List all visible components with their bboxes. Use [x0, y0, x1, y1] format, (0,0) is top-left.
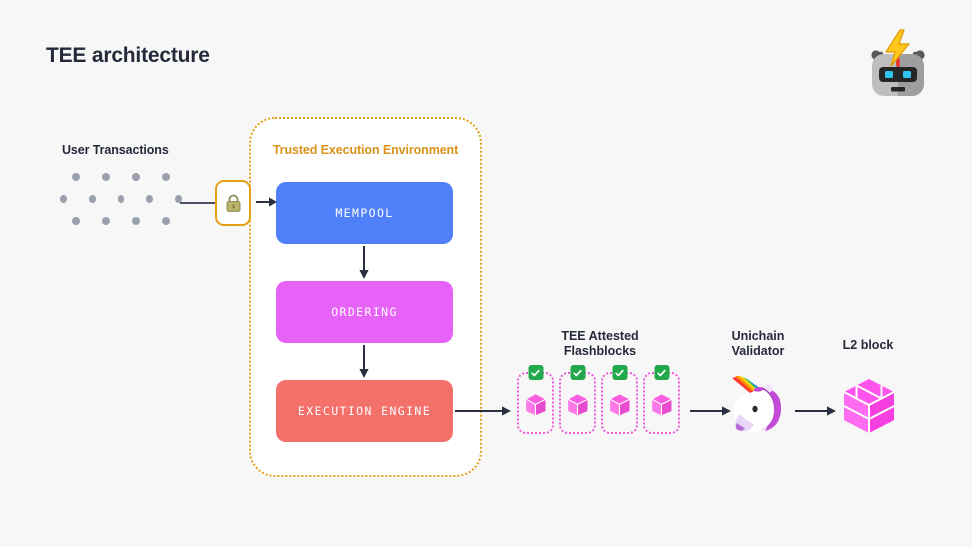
- validator-label-line2: Validator: [731, 344, 785, 358]
- transaction-dot: [132, 217, 140, 225]
- stage-ordering[interactable]: ORDERING: [276, 281, 453, 343]
- flashblock-cube-icon: [610, 393, 630, 415]
- cube-2x2-icon: [843, 379, 895, 433]
- mempool-to-ordering-arrow: [359, 246, 369, 279]
- lock-to-mempool-arrow: [256, 197, 277, 207]
- transaction-dot: [60, 195, 67, 203]
- transaction-dot: [132, 173, 140, 181]
- check-badge-icon: [654, 365, 669, 380]
- transaction-dot: [72, 217, 80, 225]
- execution-to-flashblocks-arrow: [455, 406, 511, 416]
- transaction-dot: [102, 173, 110, 181]
- transaction-dot: [72, 173, 80, 181]
- validator-to-l2-arrow: [795, 406, 836, 416]
- dot-row: [60, 188, 182, 210]
- flashblocks-label-line1: TEE Attested: [561, 329, 639, 343]
- stage-mempool[interactable]: MEMPOOL: [276, 182, 453, 244]
- check-badge-icon: [528, 365, 543, 380]
- check-badge-icon: [612, 365, 627, 380]
- stage-execution-engine[interactable]: EXECUTION ENGINE: [276, 380, 453, 442]
- flashblocks-label: TEE Attested Flashblocks: [520, 329, 680, 359]
- robot-lightning-icon: [862, 28, 934, 100]
- dot-row: [60, 166, 182, 188]
- lock-icon: [215, 180, 251, 226]
- unicorn-icon: [732, 376, 782, 432]
- transaction-dot: [102, 217, 110, 225]
- flashblocks-row: [517, 365, 680, 434]
- tee-title: Trusted Execution Environment: [272, 143, 459, 157]
- flashblocks-to-validator-arrow: [690, 406, 731, 416]
- flashblock-cube-icon: [652, 393, 672, 415]
- validator-label: Unichain Validator: [700, 329, 816, 359]
- flashblock-cube-icon: [526, 393, 546, 415]
- l2-block-label: L2 block: [842, 338, 894, 352]
- dot-row: [60, 210, 182, 232]
- transaction-dot: [88, 195, 96, 203]
- transactions-connector-line: [180, 202, 215, 204]
- check-badge-icon: [570, 365, 585, 380]
- transaction-dot: [175, 195, 182, 203]
- transaction-dot: [162, 217, 170, 225]
- user-transactions-label: User Transactions: [62, 143, 169, 157]
- validator-label-line1: Unichain: [731, 329, 785, 343]
- transaction-dot: [146, 195, 154, 203]
- user-transactions-dots: [60, 166, 182, 234]
- transaction-dot: [162, 173, 170, 181]
- flashblock-cube-icon: [568, 393, 588, 415]
- flashblock-item[interactable]: [559, 365, 596, 434]
- flashblock-item[interactable]: [517, 365, 554, 434]
- flashblock-item[interactable]: [643, 365, 680, 434]
- flashblocks-label-line2: Flashblocks: [563, 344, 637, 358]
- page-title: TEE architecture: [46, 44, 210, 67]
- transaction-dot: [117, 195, 125, 203]
- ordering-to-execution-arrow: [359, 345, 369, 378]
- flashblock-item[interactable]: [601, 365, 638, 434]
